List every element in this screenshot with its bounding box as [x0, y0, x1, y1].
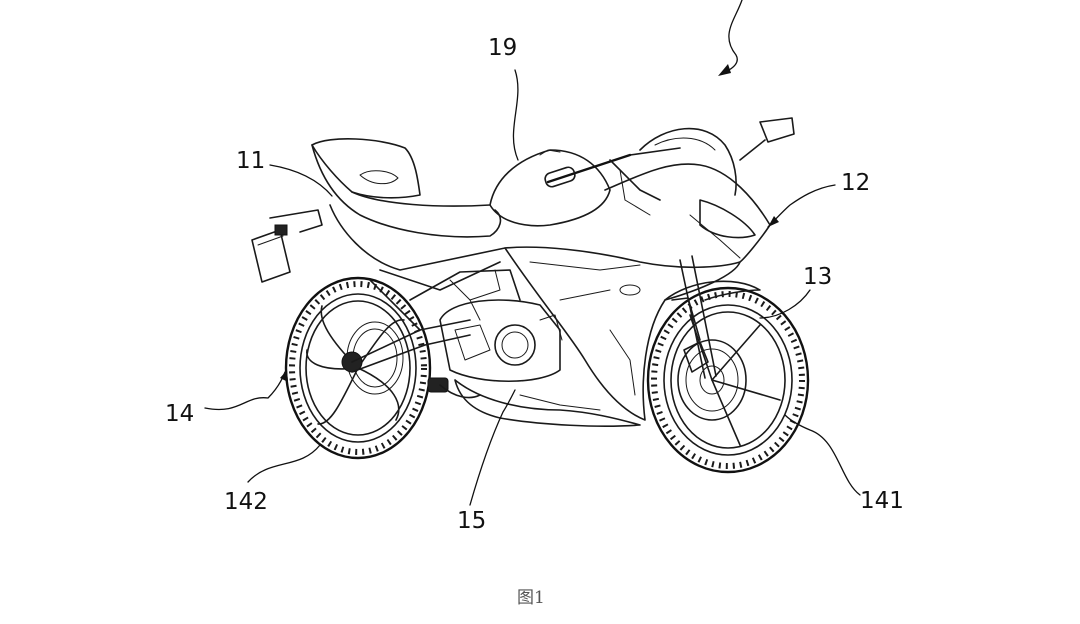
side-fairing — [504, 246, 741, 421]
label-15: 15 — [457, 508, 487, 534]
front-fairing — [604, 127, 771, 263]
belly-pan — [454, 379, 641, 427]
label-12: 12 — [841, 170, 871, 196]
label-14: 14 — [165, 401, 195, 427]
seat-and-tail — [311, 138, 506, 271]
front-fender — [664, 280, 761, 301]
frame — [351, 261, 521, 373]
leader-lines — [204, 0, 861, 506]
exhaust — [439, 384, 481, 399]
front-wheel — [646, 286, 810, 474]
rear-wheel — [284, 276, 432, 460]
license-bracket — [251, 209, 323, 283]
figure-caption: 图1 — [517, 588, 545, 608]
label-142: 142 — [224, 489, 268, 515]
front-fork — [671, 255, 717, 379]
label-141: 141 — [860, 488, 904, 514]
fuel-tank — [489, 149, 611, 227]
handlebars — [544, 147, 681, 216]
label-11: 11 — [236, 148, 266, 174]
label-19: 19 — [488, 35, 518, 61]
mirror — [739, 117, 795, 161]
engine — [427, 299, 563, 393]
label-13: 13 — [803, 264, 833, 290]
